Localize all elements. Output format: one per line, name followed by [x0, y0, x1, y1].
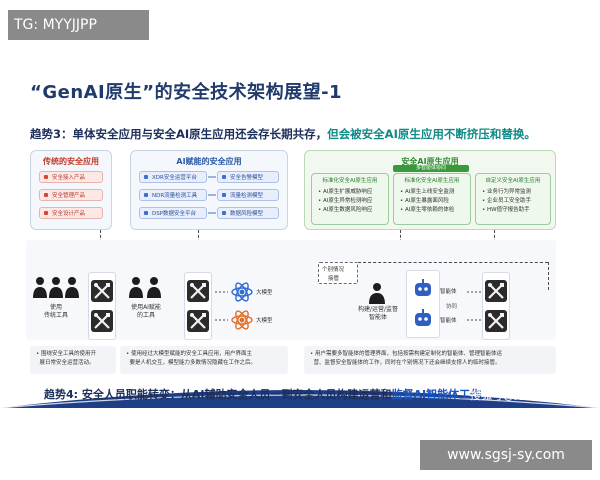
manual-takeover-box: 个别情况 接管	[318, 262, 358, 284]
native-col-header: 标准化安全AI原生应用	[322, 178, 378, 184]
native-line: AI原生数据风险响应	[323, 207, 373, 213]
note-box-middle: • 使用经过大模型赋能的安全工具应用，用户界面主 要是人机交互，模型能力多数情况…	[120, 346, 288, 374]
note-text: • 用户需要多智能体的管理界面，包括按需构建定制化的智能体、管理智能体运 营、监…	[310, 351, 503, 366]
tools-icon	[187, 280, 209, 302]
model-atom-icon	[231, 282, 253, 302]
trend4-line: 趋势4: 安全人员职能转变：从AI辅助安全人员一到安全人员构建运营和监督AI智能…	[44, 386, 481, 402]
ai-model-item: 流量检测模型	[217, 189, 279, 201]
note-text: • 使用经过大模型赋能的安全工具应用，用户界面主 要是人机交互，模型能力多数情况…	[126, 351, 257, 366]
traditional-item: 安全设计产品	[39, 207, 103, 219]
note-text: • 围绕安全工具的使用开 展日常安全运营活动。	[36, 351, 97, 366]
multi-agent-badge: 多智能体协同	[393, 165, 469, 172]
native-line: HW值守报告助手	[487, 207, 530, 213]
slide-title: “GenAI原生”的安全技术架构展望-1	[30, 82, 343, 103]
tools-icon	[187, 310, 209, 332]
source-watermark: 搜狐号@无忧知识星球	[470, 389, 580, 402]
agent-label: 智能体	[440, 289, 457, 295]
trend3-prefix: 趋势3：单体安全应用与安全AI原生应用还会存长期共存，	[30, 127, 328, 141]
user-group-icon	[33, 277, 79, 298]
trend4-highlight: 监督AI智能体工作	[391, 388, 482, 401]
left-caption: 使用 传统工具	[30, 304, 82, 320]
native-line: 企业员工安全助手	[487, 198, 532, 204]
ai-tool-item: DSP数据安全平台	[139, 207, 207, 219]
model-label: 大模型	[256, 318, 273, 324]
tools-icon	[485, 280, 507, 302]
native-col-list: • AI原生上线安全监测 • AI原生暴露面风险 • AI原生零依赖的体检	[400, 189, 455, 213]
url-watermark: www.sgsj-sy.com	[420, 440, 592, 470]
native-col-3: 自定义安全AI原生应用 • 业务行为异常监测 • 企业员工安全助手 • HW值守…	[475, 173, 551, 225]
model-atom-icon	[231, 310, 253, 330]
operator-icon	[369, 283, 385, 304]
native-col-1: 标准化安全AI原生应用 • AI原生扩展威胁响应 • AI原生异常检测响应 • …	[311, 173, 389, 225]
model-label: 大模型	[256, 290, 273, 296]
native-line: AI原生扩展威胁响应	[323, 189, 373, 195]
note-line: 要是人机交互，模型能力多数情况隐藏在工作之后。	[129, 360, 257, 366]
robot-agent-icon	[415, 309, 431, 326]
bottom-arc-band	[0, 390, 600, 408]
ai-model-item: 数据风险模型	[217, 207, 279, 219]
connector-line	[358, 262, 548, 263]
panel-ai-enabled: AI赋能的安全应用 XDR安全运营平台 NDR流量检测工具 DSP数据安全平台 …	[130, 150, 288, 230]
arrow-connectors	[215, 291, 228, 321]
native-line: AI原生零依赖的体检	[405, 207, 455, 213]
tools-icon	[91, 280, 113, 302]
manual-takeover-line: 接管	[328, 276, 340, 282]
note-line: 围绕安全工具的使用开	[41, 351, 97, 357]
trend4-prefix: 趋势4: 安全人员职能转变：从AI辅助安全人员一到安全人员构建运营和	[44, 388, 392, 401]
right-caption-line: 构建/运营/监督	[357, 306, 399, 313]
native-col-list: • AI原生扩展威胁响应 • AI原生异常检测响应 • AI原生数据风险响应	[318, 189, 373, 213]
user-pair-icon	[129, 277, 161, 298]
connector-line	[548, 262, 549, 290]
right-caption-line: 智能体	[368, 314, 387, 321]
right-caption: 构建/运营/监督 智能体	[346, 306, 410, 322]
native-col-list: • 业务行为异常监测 • 企业员工安全助手 • HW值守报告助手	[482, 189, 532, 213]
panel-traditional-title: 传统的安全应用	[43, 157, 99, 166]
native-col-header: 自定义安全AI原生应用	[485, 178, 541, 184]
native-line: AI原生上线安全监测	[405, 189, 455, 195]
native-col-2: 标准化安全AI原生应用 • AI原生上线安全监测 • AI原生暴露面风险 • A…	[393, 173, 471, 225]
note-line: 用户需要多智能体的管理界面，包括按需构建定制化的智能体、管理智能体运	[315, 351, 503, 357]
panel-ai-native-title: 安全AI原生应用	[401, 157, 459, 166]
tools-icon	[485, 310, 507, 332]
ai-tool-item: NDR流量检测工具	[139, 189, 207, 201]
note-line: 使用经过大模型赋能的安全工具应用，用户界面主	[131, 351, 253, 357]
note-box-right: • 用户需要多智能体的管理界面，包括按需构建定制化的智能体、管理智能体运 营、监…	[304, 346, 556, 374]
traditional-item: 安全管理产品	[39, 189, 103, 201]
ai-model-item: 安全告警模型	[217, 171, 279, 183]
manual-takeover-line: 个别情况	[322, 267, 345, 273]
arrow-connectors	[208, 176, 216, 214]
agent-label: 智能体	[440, 318, 457, 324]
left-caption-line: 传统工具	[43, 312, 68, 319]
note-box-left: • 围绕安全工具的使用开 展日常安全运营活动。	[30, 346, 116, 374]
collab-label: 协同	[446, 304, 458, 310]
left-caption-line: 使用	[49, 304, 62, 311]
panel-traditional: 传统的安全应用 安全接入产品 安全管理产品 安全设计产品	[30, 150, 112, 230]
top-tag: TG: MYYJJPP	[8, 10, 149, 40]
trend3-highlight: 但会被安全AI原生应用不断挤压和替换。	[327, 127, 536, 141]
mid-caption: 使用AI赋能 的工具	[120, 304, 172, 320]
mid-caption-line: 的工具	[136, 312, 155, 319]
arrow-connectors	[467, 291, 482, 321]
trend3-line: 趋势3：单体安全应用与安全AI原生应用还会存长期共存，但会被安全AI原生应用不断…	[30, 126, 536, 142]
tools-icon	[91, 310, 113, 332]
panel-ai-enabled-title: AI赋能的安全应用	[176, 157, 242, 166]
mid-caption-line: 使用AI赋能	[131, 304, 161, 311]
robot-agent-icon	[415, 279, 431, 296]
native-line: AI原生暴露面风险	[405, 198, 449, 204]
note-line: 展日常安全运营活动。	[39, 360, 95, 366]
ai-tool-item: XDR安全运营平台	[139, 171, 207, 183]
traditional-item: 安全接入产品	[39, 171, 103, 183]
panel-ai-native: 安全AI原生应用 多智能体协同 标准化安全AI原生应用 • AI原生扩展威胁响应…	[304, 150, 556, 230]
note-line: 营、监督安全智能体的工作，同时在个别情况下还会继续支撑人的临时接管。	[313, 360, 501, 366]
native-line: 业务行为异常监测	[487, 189, 532, 195]
native-col-header: 标准化安全AI原生应用	[404, 178, 460, 184]
agent-column	[406, 270, 440, 338]
native-line: AI原生异常检测响应	[323, 198, 373, 204]
